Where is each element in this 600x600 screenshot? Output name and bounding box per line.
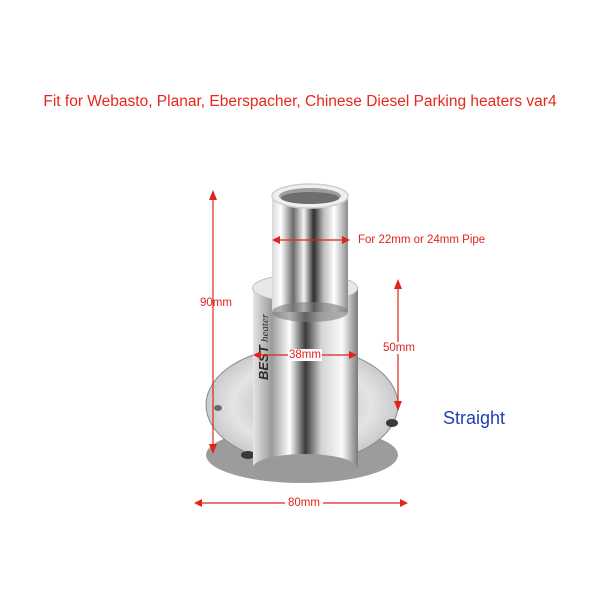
base-diameter-label: 80mm [285, 497, 323, 509]
pipe-size-label: For 22mm or 24mm Pipe [358, 234, 486, 246]
product-title: Fit for Webasto, Planar, Eberspacher, Ch… [43, 93, 557, 110]
screw-hole [214, 405, 222, 411]
svg-text:BEST: BEST [256, 344, 271, 380]
svg-text:heater: heater [259, 313, 271, 342]
screw-hole [386, 419, 398, 427]
upper-pipe [271, 183, 349, 322]
total-height-label: 90mm [200, 297, 232, 309]
variant-label: Straight [443, 408, 506, 428]
screw-hole [241, 451, 255, 459]
brand-logo: BEST heater [256, 313, 271, 380]
lower-height-label: 50mm [383, 342, 415, 354]
diameter-label: 38mm [288, 349, 322, 361]
